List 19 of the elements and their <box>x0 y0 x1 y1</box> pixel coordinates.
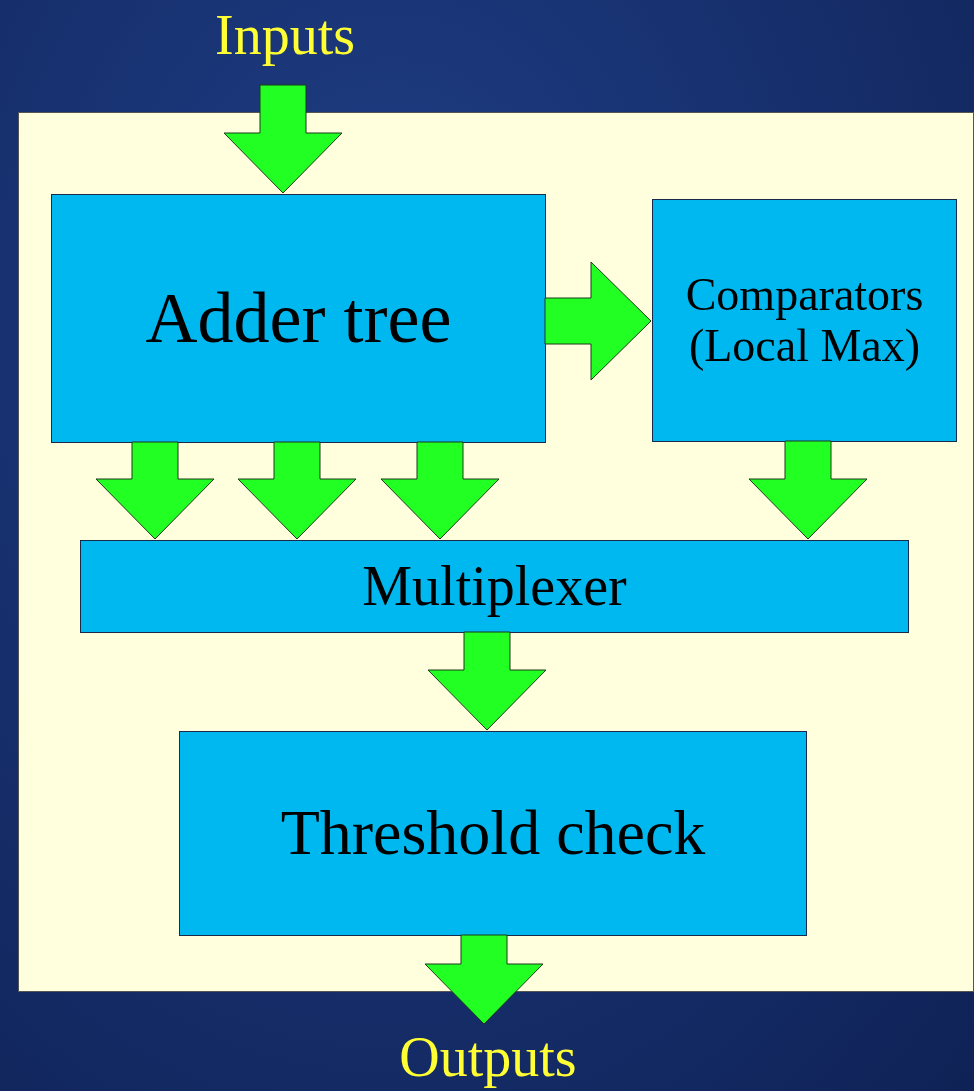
node-label: Multiplexer <box>361 555 628 618</box>
block-arrow <box>223 84 343 194</box>
process-box <box>80 540 909 633</box>
process-box <box>652 199 957 442</box>
diagram-panel <box>18 112 974 992</box>
process-box <box>179 731 807 936</box>
block-arrow <box>427 631 547 731</box>
node-label: Outputs <box>398 1026 578 1089</box>
node-label: Inputs <box>214 5 356 67</box>
node-label: Adder tree <box>144 278 453 359</box>
node-label: Threshold check <box>279 798 707 869</box>
block-arrow <box>544 261 652 381</box>
block-arrow <box>95 441 215 540</box>
block-arrow <box>380 441 500 540</box>
process-box <box>51 194 546 443</box>
node-label: Comparators (Local Max) <box>684 269 925 372</box>
block-arrow <box>748 440 868 540</box>
block-arrow <box>424 934 544 1025</box>
block-arrow <box>237 441 357 540</box>
